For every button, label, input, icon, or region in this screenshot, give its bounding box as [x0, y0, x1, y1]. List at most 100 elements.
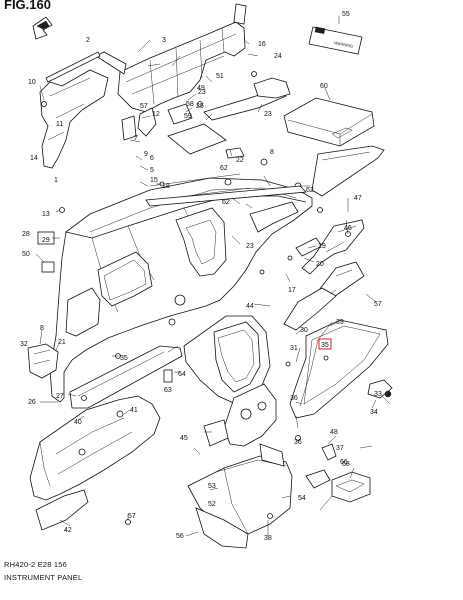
callout-56: 56 — [176, 533, 184, 540]
callout-46: 46 — [344, 225, 352, 232]
callout-20: 20 — [316, 261, 324, 268]
callout-57-a: 57 — [140, 103, 148, 110]
callout-15: 15 — [150, 177, 158, 184]
callout-62-b: 62 — [222, 199, 230, 206]
callout-8-b: 8 — [40, 325, 44, 332]
bezel-part-45 — [203, 419, 229, 447]
callout-62-a: 62 — [220, 165, 228, 172]
callout-28: 28 — [22, 231, 30, 238]
callout-54: 54 — [298, 495, 306, 502]
callout-59: 59 — [184, 113, 192, 120]
callout-36-a: 36 — [290, 395, 298, 402]
bracket-part-23-upper — [203, 77, 291, 121]
label-plate-part-55: WARNING — [308, 26, 363, 55]
callout-9: 9 — [144, 151, 148, 158]
callout-7: 7 — [134, 135, 138, 142]
airbag-lid-part-57 — [311, 145, 385, 197]
callout-10: 10 — [28, 79, 36, 86]
bracket-part-21 — [27, 343, 59, 379]
footer-code: RH420-2 E28 156 — [4, 560, 67, 569]
callout-11: 11 — [56, 121, 63, 128]
callout-68: 68 — [342, 461, 350, 468]
callout-62-c: 62 — [306, 187, 314, 194]
center-bezel-part-30 — [183, 315, 277, 447]
callout-50: 50 — [22, 251, 30, 258]
callout-57-c: 57 — [128, 513, 136, 520]
callout-6: 6 — [150, 155, 154, 162]
callout-48: 48 — [330, 429, 338, 436]
panel-part-12 — [167, 123, 227, 155]
callout-26: 26 — [28, 399, 36, 406]
glove-box-part-39 — [289, 319, 389, 419]
bracket-part-44 — [283, 287, 337, 331]
small-bracket-part-28 — [37, 231, 55, 273]
switch-part-63 — [163, 369, 173, 383]
airbag-module-part-60 — [283, 97, 375, 147]
callout-55: 55 — [342, 11, 350, 18]
cup-holder-part-68 — [331, 471, 371, 503]
callout-51: 51 — [216, 73, 224, 80]
label-plate-text: WARNING — [334, 40, 354, 49]
callout-12: 12 — [152, 111, 160, 118]
trim-strip-part-2 — [45, 51, 101, 83]
callout-14: 14 — [30, 155, 38, 162]
callout-35: 35 — [120, 355, 128, 362]
callout-49: 49 — [197, 85, 205, 92]
callout-1: 1 — [54, 177, 58, 184]
instrument-panel-body — [49, 173, 313, 403]
callout-47: 47 — [354, 195, 362, 202]
lower-trim-part-26 — [69, 345, 183, 409]
lower-left-panel-part-40 — [29, 395, 161, 531]
callout-23-c: 23 — [246, 243, 254, 250]
callout-22: 22 — [236, 157, 244, 164]
side-panel-part-52 — [195, 507, 249, 549]
callout-30: 30 — [300, 327, 308, 334]
callout-labels: 2 3 16 55 60 10 24 51 49 58 23 25 11 57 … — [20, 11, 382, 542]
callout-45: 45 — [180, 435, 188, 442]
callout-29: 29 — [42, 237, 50, 244]
callout-58: 58 — [186, 101, 194, 108]
callout-36-b: 36 — [294, 439, 302, 446]
callout-19: 19 — [318, 243, 326, 250]
defroster-strip — [145, 185, 307, 207]
callout-18: 18 — [162, 183, 170, 190]
figure-title: FIG.160 — [4, 0, 51, 12]
callout-44: 44 — [246, 303, 254, 310]
callout-3: 3 — [162, 37, 166, 44]
callout-63: 63 — [164, 387, 172, 394]
leader-lines — [35, 16, 377, 537]
footer-name: INSTRUMENT PANEL — [4, 573, 82, 582]
highlight-box — [318, 338, 332, 350]
callout-5: 5 — [150, 167, 154, 174]
callout-35-boxed: 35 — [321, 342, 329, 349]
callout-25: 25 — [196, 103, 204, 110]
callout-57-b: 57 — [374, 301, 382, 308]
callout-32: 32 — [20, 341, 28, 348]
callout-8-a: 8 — [270, 149, 274, 156]
callout-66: 66 — [340, 459, 348, 466]
callout-60: 60 — [320, 83, 328, 90]
steering-support-member — [39, 3, 247, 169]
callout-24: 24 — [274, 53, 282, 60]
front-arrow-icon — [32, 16, 53, 40]
callout-39: 39 — [336, 319, 344, 326]
callout-16: 16 — [258, 41, 266, 48]
callout-31: 31 — [290, 345, 298, 352]
callout-33: 33 — [374, 391, 382, 398]
callout-23-a: 23 — [198, 89, 206, 96]
callout-2: 2 — [86, 37, 90, 44]
callout-21: 21 — [58, 339, 66, 346]
callout-41: 41 — [130, 407, 138, 414]
latch-part-33 — [367, 379, 393, 405]
callout-52: 52 — [208, 501, 216, 508]
callout-64: 64 — [178, 371, 186, 378]
callout-37: 37 — [336, 445, 344, 452]
callout-17: 17 — [288, 287, 296, 294]
bracket-part-66 — [305, 443, 337, 489]
callout-27: 27 — [56, 393, 64, 400]
callout-38: 38 — [264, 535, 272, 542]
panel-part-22 — [225, 147, 245, 159]
callout-34: 34 — [370, 409, 378, 416]
callout-40: 40 — [74, 419, 82, 426]
